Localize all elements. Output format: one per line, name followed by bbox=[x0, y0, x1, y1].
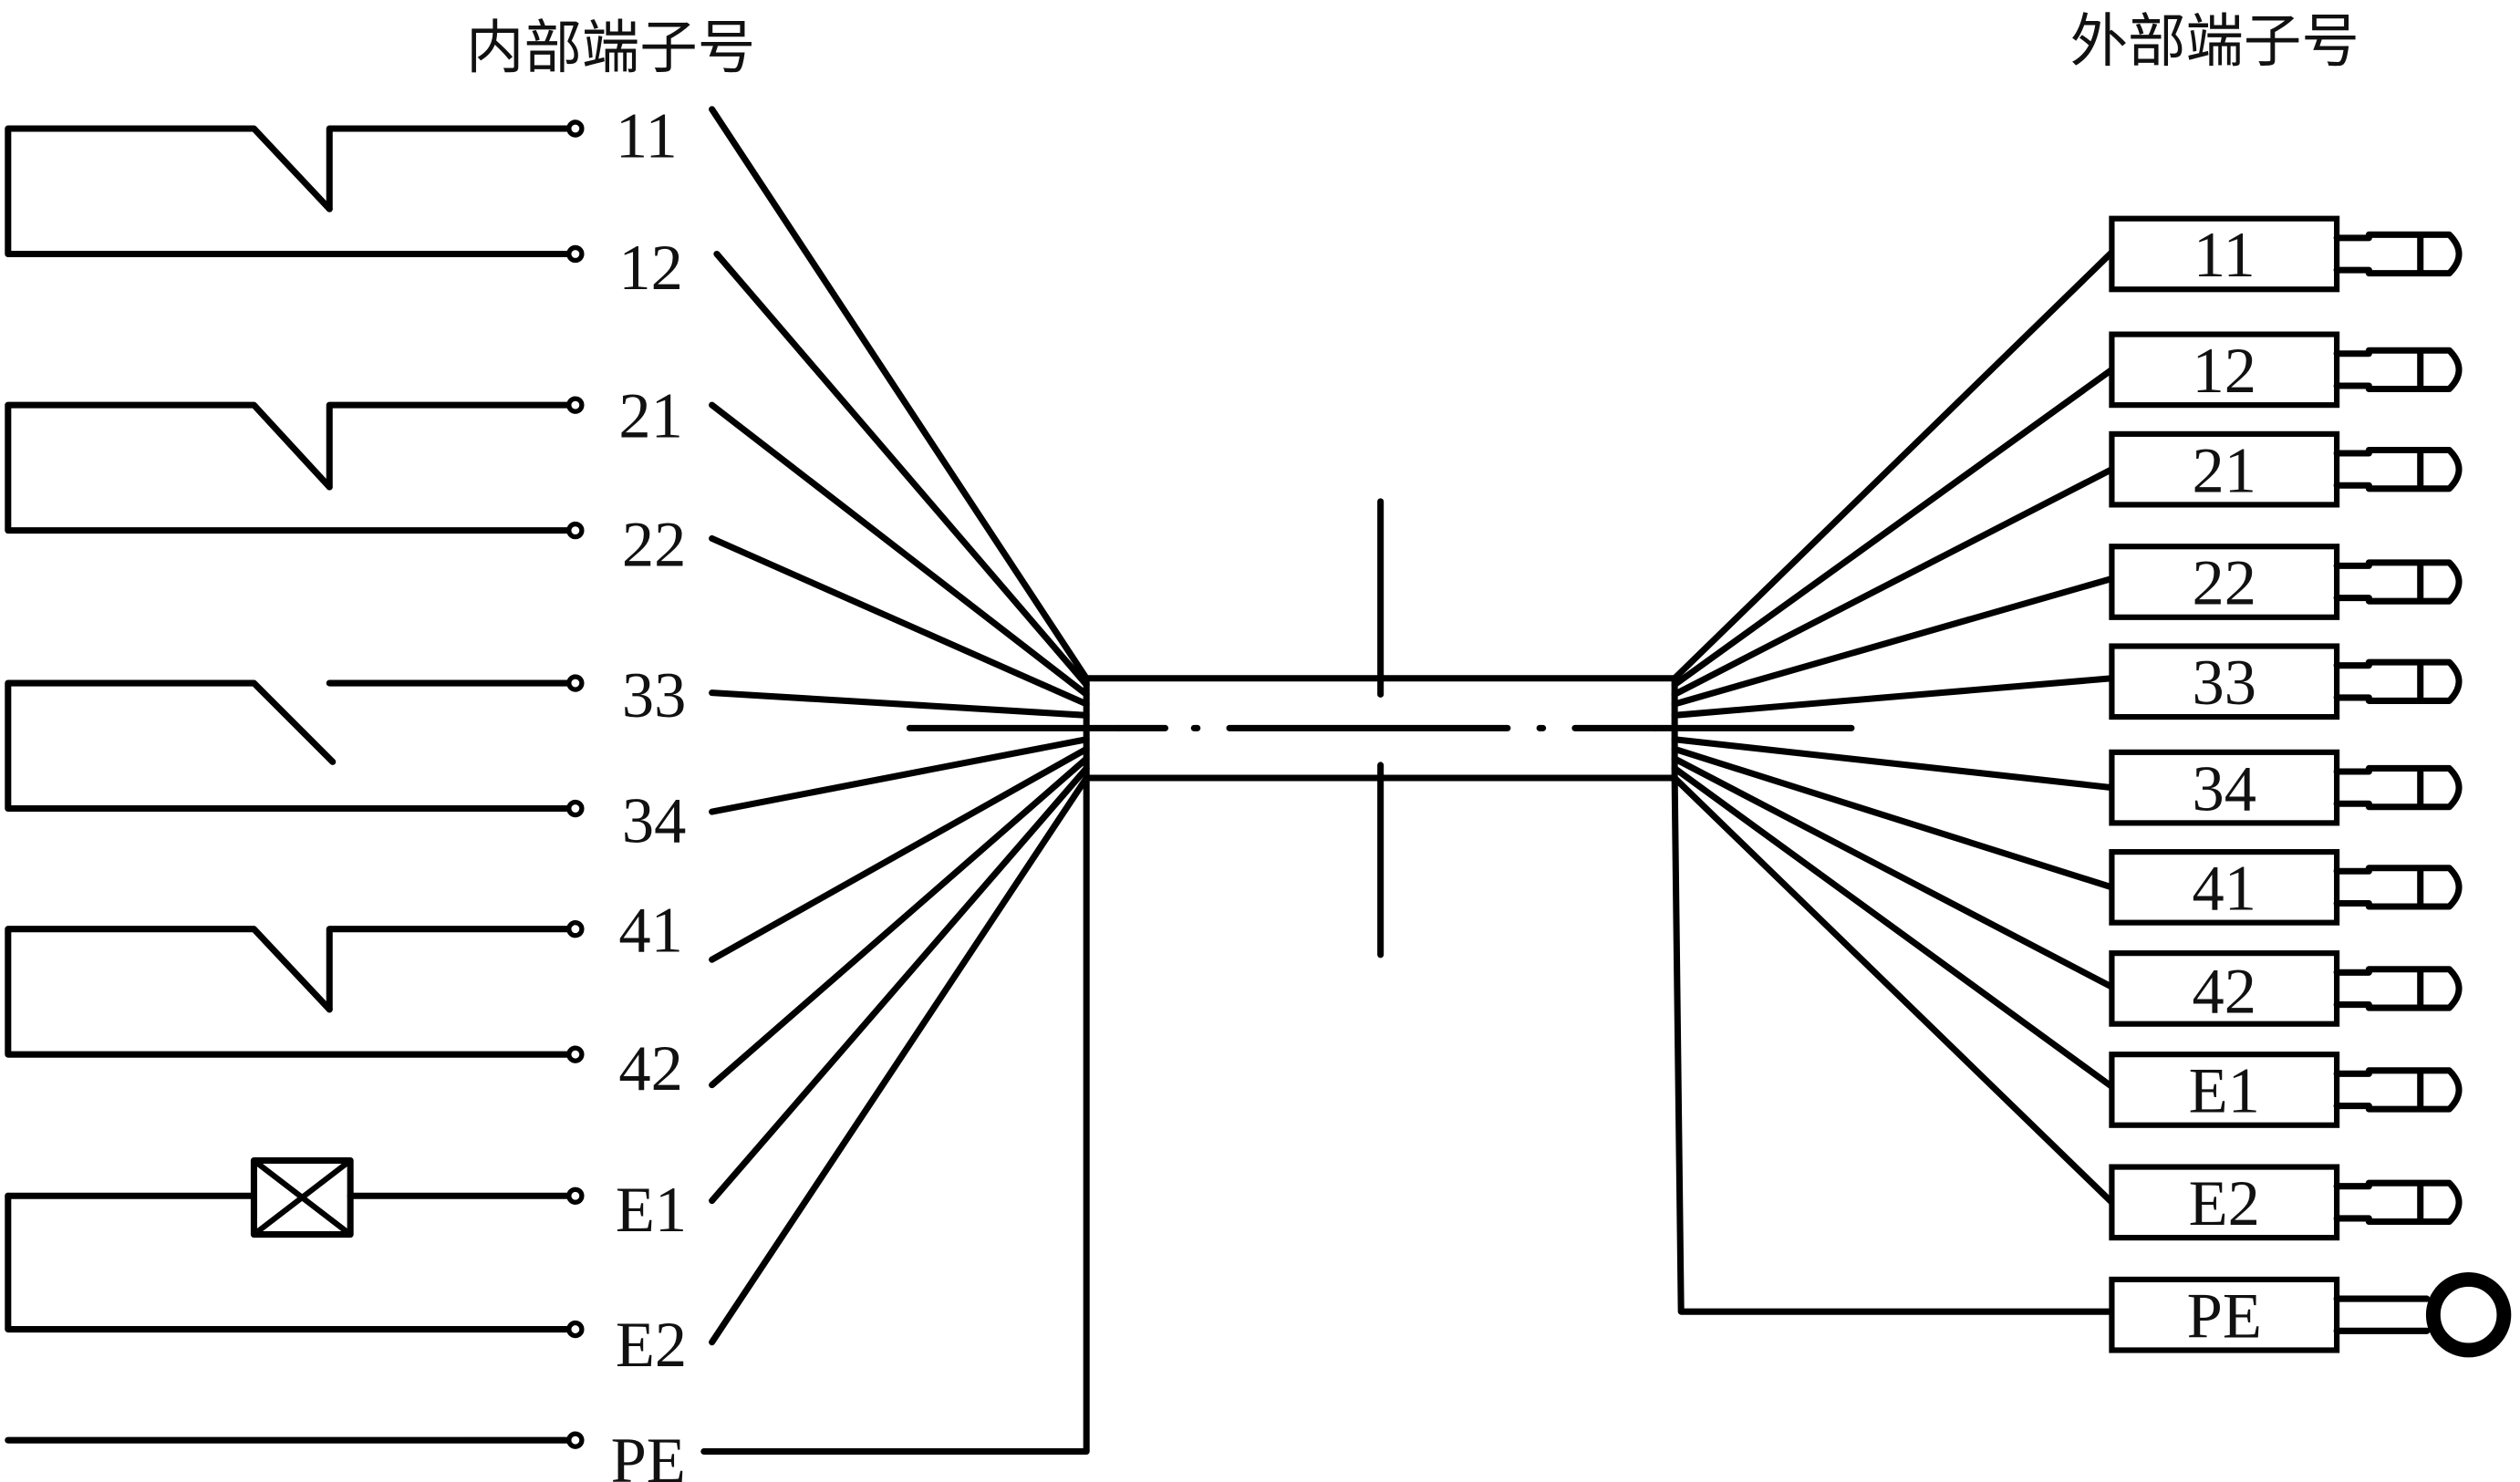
svg-text:33: 33 bbox=[2193, 648, 2256, 719]
svg-text:PE: PE bbox=[2187, 1280, 2262, 1352]
contact-41-42 bbox=[5, 926, 575, 1058]
svg-text:22: 22 bbox=[2193, 548, 2256, 619]
svg-text:33: 33 bbox=[622, 660, 686, 731]
svg-text:34: 34 bbox=[622, 786, 686, 857]
svg-text:42: 42 bbox=[618, 1033, 682, 1104]
svg-text:41: 41 bbox=[618, 895, 682, 966]
contact-11-12 bbox=[5, 125, 575, 257]
svg-text:11: 11 bbox=[616, 101, 678, 172]
pe-ring-terminal bbox=[2109, 1271, 2512, 1358]
internal-wires bbox=[700, 106, 1090, 1456]
svg-text:E2: E2 bbox=[616, 1310, 687, 1381]
contact-33-34 bbox=[5, 679, 575, 813]
external-connectors bbox=[2109, 215, 2512, 1358]
contact-21-22 bbox=[5, 401, 575, 534]
external-terminal-header: 外部端子号 bbox=[2070, 7, 2359, 75]
external-wires bbox=[1671, 249, 2115, 1315]
internal-terminal-header: 内部端子号 bbox=[466, 14, 755, 81]
svg-text:PE: PE bbox=[611, 1425, 686, 1482]
svg-text:42: 42 bbox=[2193, 956, 2256, 1027]
internal-terminal-points bbox=[566, 119, 585, 1449]
indicator-lamp bbox=[5, 1156, 575, 1333]
svg-text:34: 34 bbox=[2193, 753, 2256, 824]
svg-text:11: 11 bbox=[2193, 220, 2256, 291]
internal-terminal-labels: 11 12 21 22 33 34 41 42 E1 E2 PE bbox=[611, 101, 688, 1482]
svg-text:21: 21 bbox=[618, 380, 682, 451]
svg-text:41: 41 bbox=[2193, 854, 2256, 925]
svg-text:12: 12 bbox=[2193, 336, 2256, 407]
svg-text:E2: E2 bbox=[2189, 1168, 2260, 1239]
svg-text:21: 21 bbox=[2193, 435, 2256, 506]
svg-text:12: 12 bbox=[618, 233, 682, 304]
svg-text:E1: E1 bbox=[2189, 1056, 2260, 1127]
svg-text:22: 22 bbox=[622, 509, 686, 580]
svg-text:E1: E1 bbox=[616, 1175, 687, 1246]
external-terminal-labels: 11 12 21 22 33 34 41 42 E1 E2 PE bbox=[2187, 220, 2262, 1352]
cable bbox=[906, 498, 1855, 959]
